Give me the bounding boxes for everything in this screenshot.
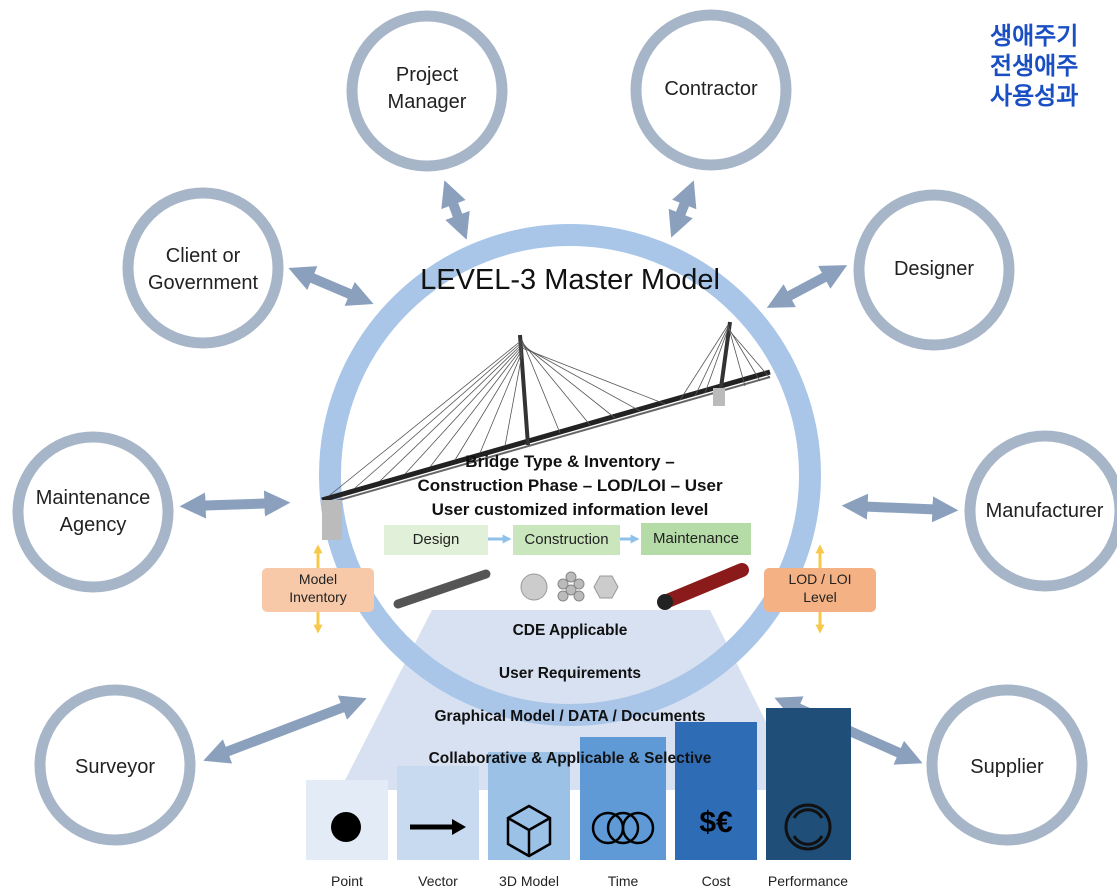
dot-icon xyxy=(331,812,361,842)
arrow-client xyxy=(288,266,374,306)
stakeholder-circle-contractor xyxy=(630,9,792,171)
rep-label-vector: Vector xyxy=(418,873,458,889)
stakeholder-circle-supplier xyxy=(926,684,1088,846)
arrow-icon xyxy=(410,819,466,835)
korean-heading-line3: 사용성과 xyxy=(990,83,1079,110)
cube-icon xyxy=(506,804,552,858)
rep-label-point: Point xyxy=(331,873,363,889)
rep-label-performance: Performance xyxy=(767,873,849,889)
korean-heading-line1: 생애주기 xyxy=(990,23,1079,50)
label-surveyor: Surveyor xyxy=(74,756,156,778)
arrow-contractor xyxy=(668,180,697,238)
rep-label-cost: Cost xyxy=(701,873,731,889)
arrow-project-manager xyxy=(441,180,470,240)
bar-time xyxy=(580,737,666,860)
trapezoid-line-cde: CDE Applicable xyxy=(512,622,628,639)
phase-box-design: Design xyxy=(384,525,488,555)
trapezoid-line-user-requirements: User Requirements xyxy=(498,665,642,682)
stakeholder-circle-designer xyxy=(853,189,1015,351)
bar-performance xyxy=(766,708,851,860)
rings-icon xyxy=(591,811,655,845)
stakeholder-circle-maintenance xyxy=(12,431,174,593)
stakeholder-arrows xyxy=(179,180,959,765)
bridge-illustration xyxy=(321,321,771,540)
arrow-maintenance xyxy=(179,490,291,519)
info-line: Construction Phase – LOD/LOI – User xyxy=(417,476,723,495)
arrow-surveyor xyxy=(203,695,367,764)
label-supplier: Supplier xyxy=(970,756,1044,778)
representation-bars xyxy=(306,708,851,860)
korean-heading: 생애주기 전생애주 사용성과 xyxy=(990,22,1078,112)
stakeholder-circle-project-manager xyxy=(346,10,508,172)
info-text-block: Bridge Type & Inventory – Construction P… xyxy=(380,450,760,522)
arrow-designer xyxy=(766,265,848,308)
bar-vector xyxy=(397,766,479,860)
label-manufacturer: Manufacturer xyxy=(985,500,1104,522)
cycle-icon xyxy=(784,803,832,851)
korean-heading-line2: 전생애주 xyxy=(990,53,1079,80)
stakeholder-circle-client xyxy=(122,187,284,349)
trapezoid-line-graphical-model: Graphical Model / DATA / Documents xyxy=(434,708,706,725)
rep-label-time: Time xyxy=(607,873,639,889)
element-illustrations xyxy=(393,563,749,610)
label-designer: Designer xyxy=(893,258,975,280)
master-model-ring xyxy=(319,224,821,726)
phase-box-construction: Construction xyxy=(513,525,620,555)
master-model-title: LEVEL-3 Master Model xyxy=(420,264,720,296)
arrow-manufacturer xyxy=(841,493,959,523)
info-line: User customized information level xyxy=(431,500,709,519)
currency-icon: $€ xyxy=(699,806,733,839)
phase-box-maintenance: Maintenance xyxy=(641,523,751,555)
trapezoid-line-collaborative: Collaborative & Applicable & Selective xyxy=(428,750,712,767)
bar-cost xyxy=(675,722,757,860)
stakeholder-circle-surveyor xyxy=(34,684,196,846)
info-line: Bridge Type & Inventory – xyxy=(465,452,675,471)
stakeholder-circle-manufacturer xyxy=(964,430,1117,592)
label-contractor: Contractor xyxy=(664,78,758,100)
rep-label-3d-model: 3D Model xyxy=(499,873,559,889)
